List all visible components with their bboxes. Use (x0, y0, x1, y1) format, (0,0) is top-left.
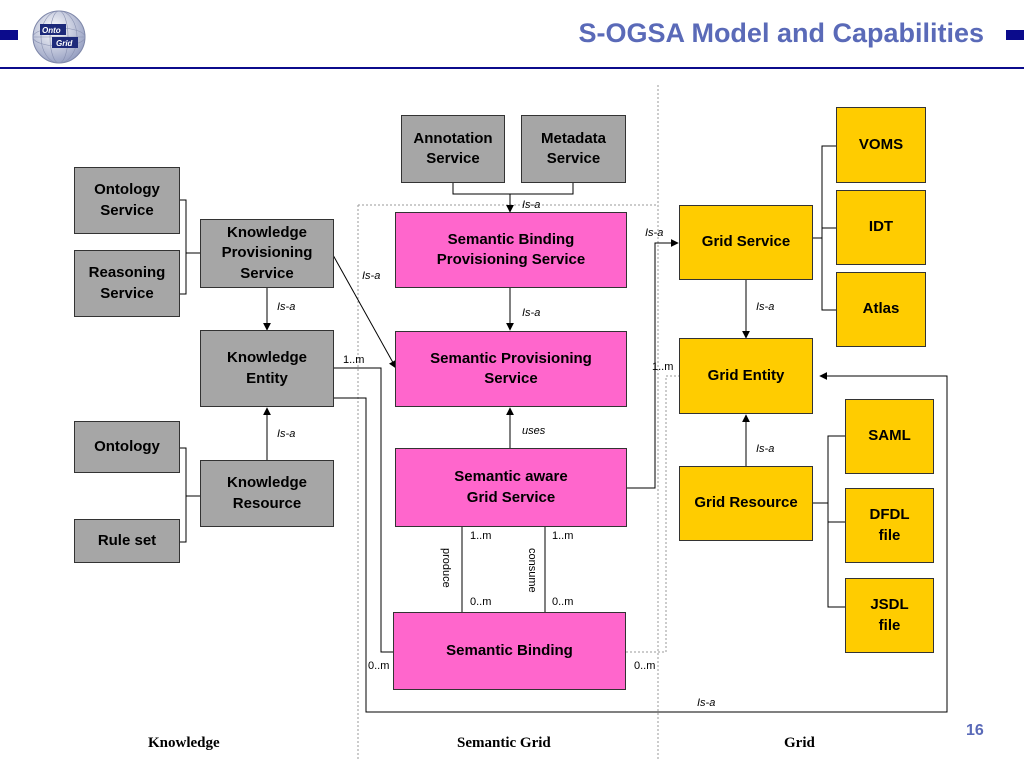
metadata-service-box: Metadata Service (521, 115, 626, 183)
svg-text:Grid: Grid (56, 39, 74, 48)
produce-label: produce (440, 548, 452, 588)
slide-title: S-OGSA Model and Capabilities (578, 18, 984, 48)
atlas-box: Atlas (836, 272, 926, 347)
multiplicity-consume-1m: 1..m (552, 530, 574, 542)
idt-box: IDT (836, 190, 926, 265)
jsdl-file-box: JSDL file (845, 578, 934, 653)
isa-label-kr-ke: Is-a (277, 428, 296, 440)
voms-box: VOMS (836, 107, 926, 183)
ontogrid-logo: Onto Grid (32, 10, 86, 64)
slide-header: Onto Grid S-OGSA Model and Capabilities (0, 0, 1024, 70)
rule-set-box: Rule set (74, 519, 180, 563)
isa-label-kps-sps: Is-a (362, 270, 381, 282)
multiplicity-ge-1m: 1..m (652, 361, 674, 373)
multiplicity-consume-0m: 0..m (552, 596, 574, 608)
multiplicity-sb-0m-right: 0..m (634, 660, 656, 672)
bracket-ontology-ruleset (180, 447, 187, 543)
column-label-semantic-grid: Semantic Grid (457, 735, 551, 751)
isa-label-sbps-sps: Is-a (522, 307, 541, 319)
multiplicity-ke-1m: 1..m (343, 354, 365, 366)
saml-box: SAML (845, 399, 934, 474)
reasoning-service-box: Reasoning Service (74, 250, 180, 317)
isa-label-services-sbps: Is-a (522, 199, 541, 211)
isa-label-sags-gs: Is-a (645, 227, 664, 239)
semantic-aware-grid-service-box: Semantic aware Grid Service (395, 448, 627, 527)
dfdl-file-box: DFDL file (845, 488, 934, 563)
semantic-provisioning-service-box: Semantic Provisioning Service (395, 331, 627, 407)
isa-label-gs-ge: Is-a (756, 301, 775, 313)
grid-resource-box: Grid Resource (679, 466, 813, 541)
annotation-service-box: Annotation Service (401, 115, 505, 183)
bracket-ontology-reasoning (180, 199, 187, 295)
sb-grid-entity-link (626, 375, 680, 653)
knowledge-provisioning-service-box: Knowledge Provisioning Service (200, 219, 334, 288)
knowledge-entity-box: Knowledge Entity (200, 330, 334, 407)
column-label-grid: Grid (784, 735, 815, 751)
header-divider (0, 67, 1024, 69)
page-number: 16 (966, 722, 984, 739)
header-bullet-right (1006, 30, 1024, 40)
isa-kps-sps (332, 254, 397, 369)
multiplicity-produce-1m: 1..m (470, 530, 492, 542)
knowledge-resource-box: Knowledge Resource (200, 460, 334, 527)
consume-label: consume (526, 548, 538, 593)
isa-label-gr-ge: Is-a (756, 443, 775, 455)
header-bullet-left (0, 30, 18, 40)
uses-label: uses (522, 425, 546, 437)
grid-entity-box: Grid Entity (679, 338, 813, 414)
isa-label-kps-ke: Is-a (277, 301, 296, 313)
ontology-service-box: Ontology Service (74, 167, 180, 234)
isa-sags-gs (627, 239, 679, 489)
svg-text:Onto: Onto (42, 26, 61, 35)
semantic-binding-box: Semantic Binding (393, 612, 626, 690)
multiplicity-produce-0m: 0..m (470, 596, 492, 608)
ontology-box: Ontology (74, 421, 180, 473)
ke-sb-link-1 (334, 367, 393, 653)
column-label-knowledge: Knowledge (148, 735, 220, 751)
isa-label-bottom: Is-a (697, 697, 716, 709)
multiplicity-sb-0m-left: 0..m (368, 660, 390, 672)
semantic-binding-provisioning-service-box: Semantic Binding Provisioning Service (395, 212, 627, 288)
ke-sb-link-2 (334, 372, 948, 713)
grid-service-box: Grid Service (679, 205, 813, 280)
